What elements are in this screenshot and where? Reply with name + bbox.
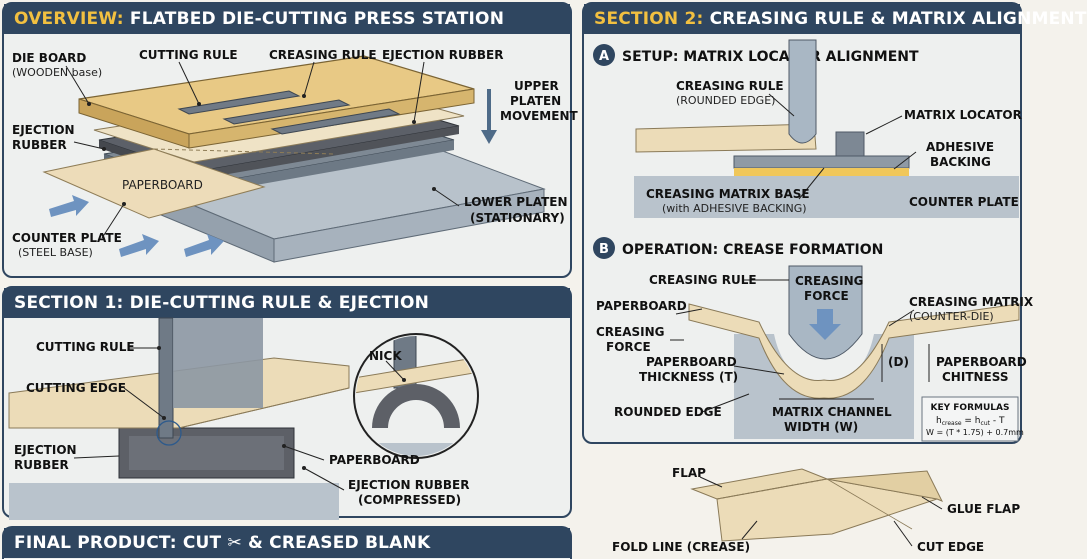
final-product-title: FINAL PRODUCT: CUT ✂ & CREASED BLANK [4, 528, 570, 558]
s1-label-cutting-rule: CUTTING RULE [36, 340, 135, 354]
force-arrow-icon [809, 309, 841, 340]
setup-label-creasing-rule-sub: (ROUNDED EDGE) [676, 94, 775, 107]
setup-creasing-rule [788, 39, 817, 144]
section1-title: SECTION 1: DIE-CUTTING RULE & EJECTION [4, 288, 570, 318]
final-blank-illustration: FLAP GLUE FLAP FOLD LINE (CREASE) CUT ED… [612, 466, 1020, 554]
setup-title: SETUP: MATRIX LOCATOR ALIGNMENT [622, 49, 919, 65]
label-upper-platen-3: MOVEMENT [500, 109, 578, 123]
formulas-box [921, 396, 1019, 442]
cutting-rule-strip [177, 90, 301, 115]
s1-label-cutting-edge: CUTTING EDGE [26, 381, 126, 395]
section2-title: SECTION 2: CREASING RULE & MATRIX ALIGNM… [584, 4, 1086, 34]
setup-label-creasing-rule: CREASING RULE [676, 79, 784, 93]
s1-label-ejection-2: RUBBER [14, 458, 69, 472]
matrix-locator [835, 131, 865, 157]
section1-panel: SECTION 1: DIE-CUTTING RULE & EJECTION [2, 286, 572, 520]
op-label-channel-2: WIDTH (W) [784, 420, 858, 434]
badge-a [593, 44, 615, 66]
feed-arrow-icon [49, 195, 89, 217]
op-label-chitness-1: PAPERBOARD [936, 355, 1027, 369]
label-fold-line: FOLD LINE (CREASE) [612, 540, 750, 554]
final-product-panel: FINAL PRODUCT: CUT ✂ & CREASED BLANK [2, 526, 572, 559]
s1-label-ejection-compressed-1: EJECTION RUBBER [348, 478, 469, 492]
cutting-rule-illustration: CUTTING RULE CUTTING EDGE EJECTION RUBBE… [8, 317, 479, 520]
label-glue-flap: GLUE FLAP [947, 502, 1020, 516]
s1-label-ejection-1: EJECTION [14, 443, 77, 457]
s1-label-nick: NICK [369, 349, 402, 363]
op-label-creasing-rule: CREASING RULE [649, 273, 757, 287]
formulas-title: KEY FORMULAS [931, 403, 1010, 413]
badge-b-text: B [599, 242, 609, 257]
setup-counter-plate [634, 176, 1019, 218]
setup-label-matrix-base: CREASING MATRIX BASE [646, 187, 810, 201]
feed-arrow-icon-3 [184, 234, 224, 257]
feed-arrow-icon-2 [119, 234, 159, 257]
label-counter-plate-sub: (STEEL BASE) [18, 246, 93, 259]
label-lower-platen-2: (STATIONARY) [470, 211, 565, 225]
label-die-board: DIE BOARD [12, 51, 86, 65]
label-die-board-sub: (WOODEN base) [12, 66, 102, 79]
op-label-rounded-edge: ROUNDED EDGE [614, 405, 722, 419]
formula-2: W = (T * 1.75) + 0.7mm [926, 428, 1024, 437]
label-upper-platen-2: PLATEN [510, 94, 561, 108]
formula-1: hcrease = hcut - T [936, 416, 1005, 427]
down-arrow-icon [481, 130, 497, 144]
setup-label-matrix-locator: MATRIX LOCATOR [904, 108, 1022, 122]
s1-label-ejection-compressed-2: (COMPRESSED) [358, 493, 461, 507]
op-label-chitness-2: CHITNESS [942, 370, 1009, 384]
op-label-thickness-2: THICKNESS (T) [639, 370, 738, 384]
press-station-illustration: DIE BOARD CUTTING RULE CREASING RULE EJE… [12, 48, 578, 263]
paperboard-sheet [42, 148, 266, 219]
badge-b [593, 237, 615, 259]
op-label-force-left-2: FORCE [606, 340, 651, 354]
label-cutting-rule: CUTTING RULE [139, 48, 238, 62]
cutting-rule-blade [158, 317, 174, 439]
section2-panel: SECTION 2: CREASING RULE & MATRIX ALIGNM… [582, 2, 1086, 444]
creasing-rule-strip [222, 99, 351, 125]
op-label-force-left-1: CREASING [596, 325, 665, 339]
badge-a-text: A [599, 49, 609, 64]
label-flap: FLAP [672, 466, 706, 480]
op-label-thickness-1: PAPERBOARD [646, 355, 737, 369]
op-label-creasing-matrix-sub: (COUNTER-DIE) [909, 310, 994, 323]
matrix-base [733, 155, 910, 169]
setup-label-adhesive-2: BACKING [930, 155, 991, 169]
label-ejection-rubber-1: EJECTION [12, 123, 75, 137]
overview-title: OVERVIEW: FLATBED DIE-CUTTING PRESS STAT… [4, 4, 570, 34]
op-label-force-top-1: CREASING [795, 274, 864, 288]
glue-flap [826, 470, 944, 502]
op-label-depth: (D) [888, 355, 909, 369]
setup-label-counter-plate: COUNTER PLATE [909, 195, 1019, 209]
matrix-alignment-illustration: A SETUP: MATRIX LOCATOR ALIGNMENT CREASI… [593, 39, 1034, 442]
setup-label-matrix-base-sub: (with ADHESIVE BACKING) [662, 202, 807, 215]
op-label-paperboard: PAPERBOARD [596, 299, 687, 313]
s1-label-paperboard: PAPERBOARD [329, 453, 420, 467]
creased-blank [716, 478, 938, 542]
label-paperboard: PAPERBOARD [122, 178, 203, 192]
overview-panel: OVERVIEW: FLATBED DIE-CUTTING PRESS STAT… [2, 2, 578, 278]
op-label-creasing-matrix: CREASING MATRIX [909, 295, 1034, 309]
adhesive-strip [734, 168, 909, 176]
op-label-channel-1: MATRIX CHANNEL [772, 405, 892, 419]
label-upper-platen-1: UPPER [514, 79, 559, 93]
setup-label-adhesive-1: ADHESIVE [926, 140, 994, 154]
label-counter-plate: COUNTER PLATE [12, 231, 122, 245]
crease-paperboard [688, 303, 1020, 399]
label-creasing-rule: CREASING RULE [269, 48, 377, 62]
op-label-force-top-2: FORCE [804, 289, 849, 303]
label-ejection-rubber-2: RUBBER [12, 138, 67, 152]
label-ejection-rubber-top: EJECTION RUBBER [382, 48, 503, 62]
label-cut-edge: CUT EDGE [917, 540, 984, 554]
label-lower-platen-1: LOWER PLATEN [464, 195, 568, 209]
steel-base [9, 483, 339, 520]
operation-title: OPERATION: CREASE FORMATION [622, 242, 883, 258]
